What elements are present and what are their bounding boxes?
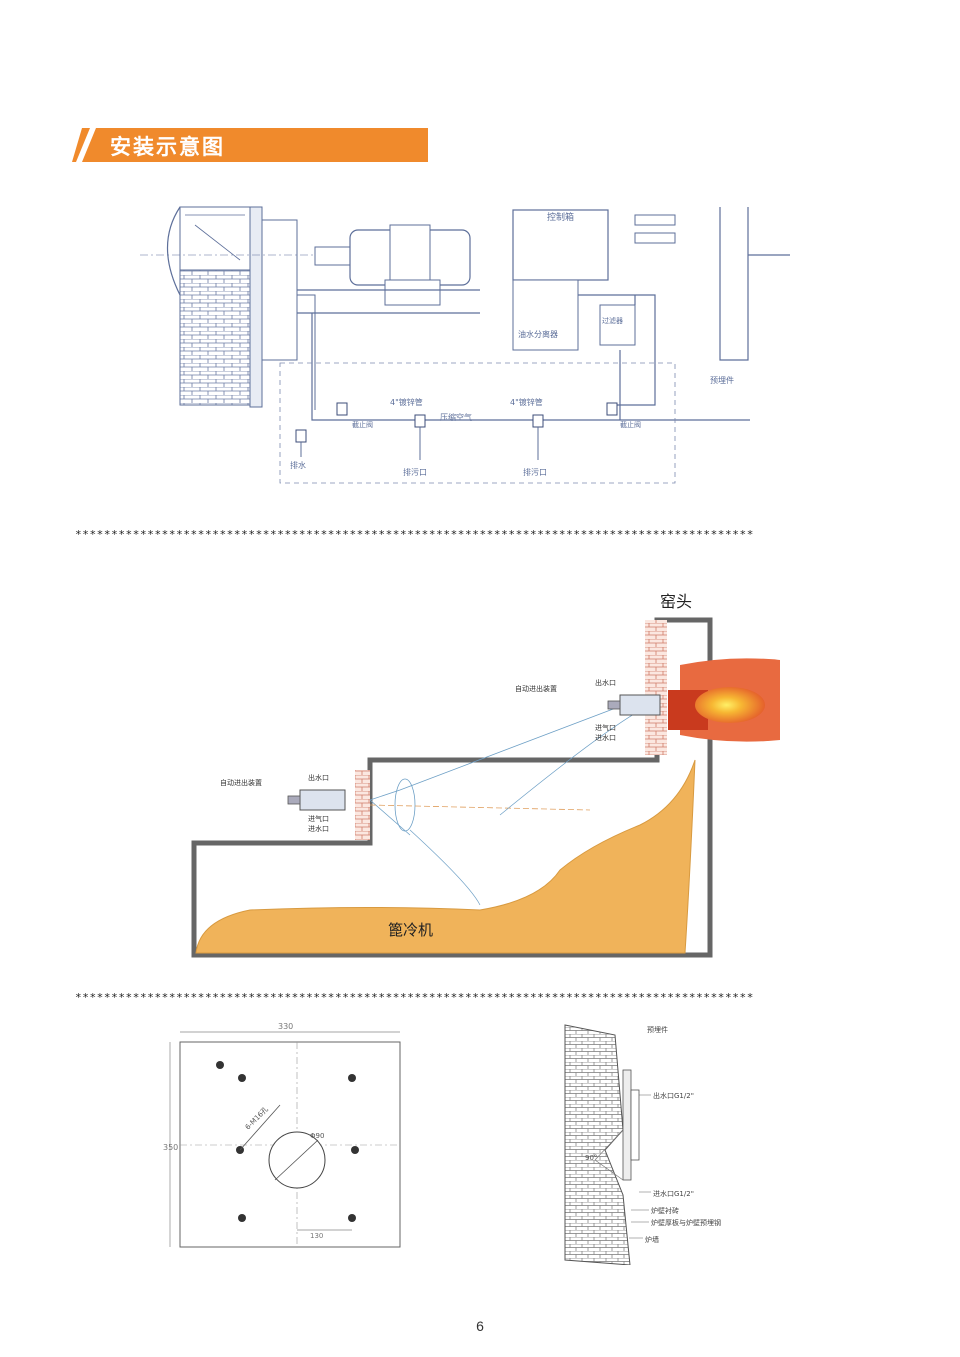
cooler-label: 篦冷机 xyxy=(388,921,433,939)
water-outlet-label-upper: 出水口 xyxy=(595,678,616,687)
device-label-lower: 自动进出装置 xyxy=(220,778,262,787)
water-separator-label: 油水分离器 xyxy=(518,329,558,339)
section-header: 安装示意图 xyxy=(72,128,428,162)
embedded-part-label: 预埋件 xyxy=(710,375,734,385)
pipe-label-left: 4"镀锌管 xyxy=(390,397,423,407)
control-cabinet-label: 控制箱 xyxy=(547,211,574,223)
header-stripe-icon xyxy=(72,128,96,162)
dim-width-label: 330 xyxy=(278,1022,293,1031)
wall-brick-label: 炉壁衬砖 xyxy=(651,1206,679,1215)
kiln-head-label: 窑头 xyxy=(660,592,692,611)
drain-label: 排水 xyxy=(290,460,306,470)
device-label-upper: 自动进出装置 xyxy=(515,684,557,693)
embedded-part-side-label: 预埋件 xyxy=(647,1025,668,1034)
piping-diagram: 控制箱 油水分离器 过滤器 预埋件 4"镀锌管 4"镀锌管 压缩空气 截止阀 截… xyxy=(140,206,790,484)
water-inlet-side-label: 进水口G1/2" xyxy=(653,1189,694,1198)
dim-height-label: 350 xyxy=(163,1143,178,1152)
mounting-plate-drawing: 330 350 Φ90 6-M16孔 130 xyxy=(163,1022,401,1248)
section-divider-top: ****************************************… xyxy=(75,528,754,541)
stop-valve-label-1: 截止阀 xyxy=(352,420,373,429)
stop-valve-label-2: 截止阀 xyxy=(620,420,641,429)
air-inlet-label-upper: 进气口 xyxy=(595,723,616,732)
wall-plate-label: 炉壁厚板与炉壁预埋钢 xyxy=(651,1218,721,1227)
kiln-cooler-diagram: 窑头 篦冷机 自动进出装置 出水口 进气口 进水口 自动进出装置 出水口 进气口… xyxy=(191,592,780,958)
section-divider-bottom: ****************************************… xyxy=(75,991,754,1004)
angle-label: 90° xyxy=(585,1154,597,1162)
water-outlet-label-lower: 出水口 xyxy=(308,773,329,782)
drain-port-label-1: 排污口 xyxy=(403,467,427,477)
filter-label: 过滤器 xyxy=(602,316,623,325)
center-hole-label: Φ90 xyxy=(310,1132,324,1140)
water-inlet-label-lower: 进水口 xyxy=(308,824,329,833)
compressed-air-label: 压缩空气 xyxy=(440,412,472,422)
pipe-label-right: 4"镀锌管 xyxy=(510,397,543,407)
water-outlet-side-label: 出水口G1/2" xyxy=(653,1091,694,1100)
page-number: 6 xyxy=(476,1318,484,1334)
furnace-wall-label: 炉墙 xyxy=(645,1235,659,1244)
dim-offset-label: 130 xyxy=(310,1232,323,1240)
side-section-drawing: 90° 预埋件 出水口G1/2" 进水口G1/2" 炉壁衬砖 炉壁厚板与炉壁预埋… xyxy=(564,1024,721,1265)
drain-port-label-2: 排污口 xyxy=(523,467,547,477)
section-title: 安装示意图 xyxy=(110,135,225,159)
water-inlet-label-upper: 进水口 xyxy=(595,733,616,742)
air-inlet-label-lower: 进气口 xyxy=(308,814,329,823)
